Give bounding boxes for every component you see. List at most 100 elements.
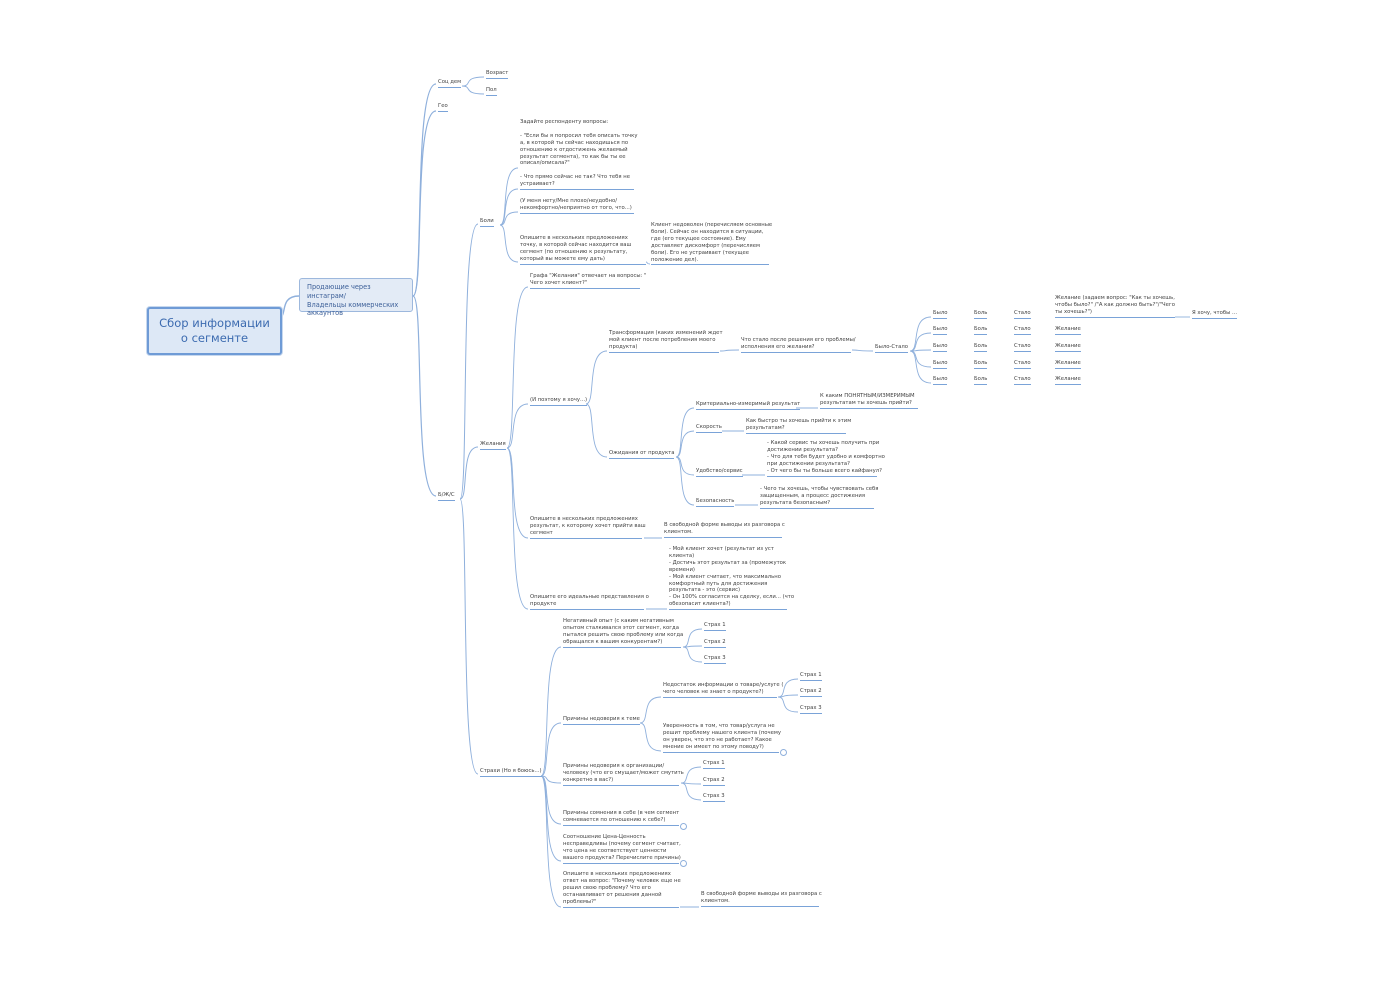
connector-line — [645, 261, 651, 265]
desires-graph[interactable]: Графа "Желания" отвечает на вопросы: " Ч… — [530, 273, 646, 289]
ba-was[interactable]: Было — [933, 376, 948, 385]
root-topic[interactable]: Сбор информации о сегменте — [147, 307, 282, 355]
ba-desire[interactable]: Желание (задаем вопрос: "Как ты хочешь, … — [1055, 295, 1175, 318]
topic-socdem[interactable]: Соц дем — [438, 79, 462, 88]
connector-line — [851, 349, 874, 352]
topic-age[interactable]: Возраст — [486, 70, 509, 79]
fears-org-2[interactable]: Страх 2 — [703, 777, 725, 786]
connector-line — [585, 403, 608, 458]
connector-line — [412, 83, 437, 297]
desires-safety-q[interactable]: - Чего ты хочешь, чтобы чувствовать себя… — [760, 486, 878, 509]
desires-before-after[interactable]: Было-Стало — [875, 344, 909, 353]
fears-price-value[interactable]: Соотношение Цена-Ценность несправедливы … — [563, 834, 681, 864]
fears-neg-2[interactable]: Страх 2 — [704, 639, 726, 648]
fears-why-not-ans[interactable]: В свободной форме выводы из разговора с … — [701, 891, 822, 907]
ba-desire[interactable]: Желание — [1055, 326, 1081, 335]
connector-line — [506, 447, 529, 610]
connector-line — [540, 775, 562, 784]
ba-became[interactable]: Стало — [1014, 310, 1031, 319]
fears-lack-1[interactable]: Страх 1 — [800, 672, 822, 681]
fears-negative[interactable]: Негативный опыт (с каким негативным опыт… — [563, 618, 683, 648]
ba-pain[interactable]: Боль — [974, 343, 988, 352]
collapse-toggle-icon[interactable] — [680, 860, 687, 867]
desires-describe-result-ans[interactable]: В свободной форме выводы из разговора с … — [664, 522, 785, 538]
connector-line — [506, 447, 529, 539]
fears-neg-1[interactable]: Страх 1 — [704, 622, 726, 631]
connector-line — [540, 775, 562, 862]
connector-line — [680, 766, 702, 784]
connector-line — [675, 456, 695, 506]
ba-desire[interactable]: Желание — [1055, 376, 1081, 385]
ba-was[interactable]: Было — [933, 343, 948, 352]
connector-line — [909, 350, 932, 368]
topic-geo[interactable]: Гео — [438, 103, 448, 112]
connector-line — [506, 403, 529, 449]
fears-distrust-topic[interactable]: Причины недоверия к теме — [563, 716, 640, 725]
desires-describe-result[interactable]: Опишите в нескольких предложениях резуль… — [530, 516, 646, 539]
desires-comfort[interactable]: Удобство/сервис — [696, 468, 743, 477]
ba-desire[interactable]: Желание — [1055, 360, 1081, 369]
main-topic[interactable]: Продающие через инстаграм/ Владельцы ком… — [299, 278, 413, 317]
connector-line — [461, 85, 485, 95]
pains-q1[interactable]: - Что прямо сейчас не так? Что тебя не у… — [520, 174, 634, 190]
collapse-toggle-icon[interactable] — [680, 823, 687, 830]
connector-line — [506, 286, 529, 449]
connector-line — [459, 498, 479, 775]
desires-criterial[interactable]: Критериально-измеримый результат — [696, 401, 801, 410]
pains-q3-answer[interactable]: Клиент недоволен (перечисляем основные б… — [651, 222, 772, 266]
topic-bjs[interactable]: Б/Ж/С — [438, 492, 455, 501]
connector-line — [719, 349, 740, 352]
fears-distrust-org[interactable]: Причины недоверия к организации/ человек… — [563, 763, 684, 786]
desires-comfort-q[interactable]: - Какой сервис ты хочешь получить при до… — [767, 440, 885, 477]
ba-was[interactable]: Было — [933, 326, 948, 335]
desires-transform[interactable]: Трансформация (каких изменений ждет мой … — [609, 330, 723, 353]
fears-why-not[interactable]: Опишите в нескольких предложениях ответ … — [563, 871, 681, 908]
connector-line — [459, 446, 479, 500]
ba-pain[interactable]: Боль — [974, 310, 988, 319]
connector-line — [499, 188, 519, 226]
topic-pains[interactable]: Боли — [480, 218, 494, 227]
ba-was[interactable]: Было — [933, 310, 948, 319]
topic-sex[interactable]: Пол — [486, 87, 497, 96]
pains-intro[interactable]: Задайте респонденту вопросы: - "Если бы … — [520, 119, 638, 167]
connector-line — [412, 295, 437, 497]
ba-pain[interactable]: Боль — [974, 376, 988, 385]
ba-extra[interactable]: Я хочу, чтобы ... — [1192, 310, 1238, 319]
ba-became[interactable]: Стало — [1014, 376, 1031, 385]
ba-pain[interactable]: Боль — [974, 326, 988, 335]
connector-line — [909, 332, 932, 352]
collapse-toggle-icon[interactable] — [780, 749, 787, 756]
desires-ideal[interactable]: Опишите его идеальные представления о пр… — [530, 594, 649, 610]
desires-speed-q[interactable]: Как быстро ты хочешь прийти к этим резул… — [746, 418, 851, 434]
desires-what-became[interactable]: Что стало после решения его проблемы/ ис… — [741, 337, 856, 353]
ba-became[interactable]: Стало — [1014, 343, 1031, 352]
topic-desires[interactable]: Желания — [480, 441, 506, 450]
connector-line — [675, 430, 695, 458]
connector-line — [540, 775, 562, 908]
desires-ideal-ans[interactable]: - Мой клиент хочет (результат из уст кли… — [669, 546, 794, 611]
topic-fears[interactable]: Страхи (Но я боюсь...) — [480, 768, 542, 777]
ba-pain[interactable]: Боль — [974, 360, 988, 369]
ba-was[interactable]: Было — [933, 360, 948, 369]
ba-desire[interactable]: Желание — [1055, 343, 1081, 352]
connector-line — [680, 782, 702, 801]
fears-neg-3[interactable]: Страх 3 — [704, 655, 726, 664]
desires-criterial-q[interactable]: К каким ПОНЯТНЫМ/ИЗМЕРИМЫМ результатам т… — [820, 393, 918, 409]
fears-org-1[interactable]: Страх 1 — [703, 760, 725, 769]
ba-became[interactable]: Стало — [1014, 326, 1031, 335]
fears-confidence[interactable]: Уверенность в том, что товар/услуга не р… — [663, 723, 781, 753]
desires-speed[interactable]: Скорость — [696, 424, 722, 433]
pains-q3[interactable]: Опишите в нескольких предложениях точку,… — [520, 235, 646, 265]
pains-q2[interactable]: (У меня нету/Мне плохо/неудобно/ некомфо… — [520, 198, 634, 214]
connector-line — [499, 167, 519, 226]
fears-lack-3[interactable]: Страх 3 — [800, 705, 822, 714]
connector-line — [499, 224, 519, 263]
ba-became[interactable]: Стало — [1014, 360, 1031, 369]
fears-org-3[interactable]: Страх 3 — [703, 793, 725, 802]
fears-self-doubt[interactable]: Причины сомнения в себе (в чем сегмент с… — [563, 810, 679, 826]
desires-safety[interactable]: Безопасность — [696, 498, 735, 507]
desires-expect[interactable]: Ожидания от продукта — [609, 450, 675, 459]
fears-lack-info[interactable]: Недостаток информации о товаре/услуге ( … — [663, 682, 783, 698]
desires-and-so[interactable]: (И поэтому я хочу...) — [530, 397, 588, 406]
fears-lack-2[interactable]: Страх 2 — [800, 688, 822, 697]
